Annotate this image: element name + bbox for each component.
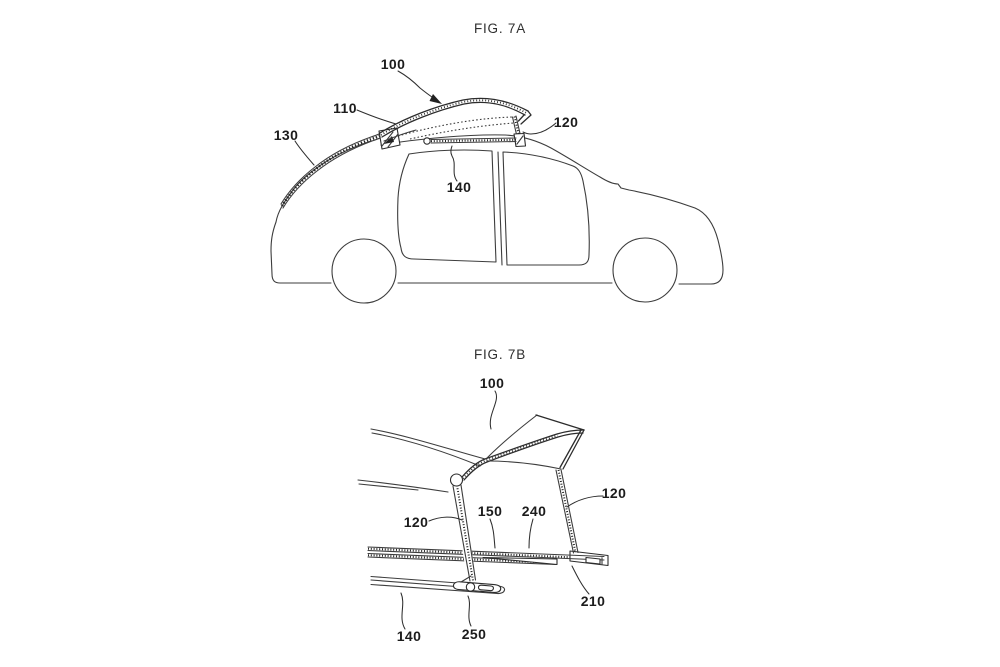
ref-label-240: 240 (522, 503, 547, 519)
slider-pin (465, 582, 476, 592)
figure-7b-title: FIG. 7B (474, 347, 526, 362)
ref-label-120b-front: 120 (404, 514, 429, 530)
roof-edge-lines (357, 428, 486, 493)
panel-tip-notch (517, 110, 532, 125)
panel-rear-edge (559, 429, 585, 470)
ref-label-100a: 100 (381, 56, 406, 72)
slider-latch (477, 584, 494, 592)
arrow-100 (429, 94, 442, 104)
ref-label-100b: 100 (480, 375, 505, 391)
ball-joint (449, 473, 464, 487)
rail-end-pin (423, 137, 431, 145)
roof-cover-band-130 (280, 133, 381, 209)
b-pillar (497, 151, 503, 266)
lower-rail-140 (370, 575, 506, 595)
ref-label-210: 210 (581, 593, 606, 609)
front-wheel (331, 238, 397, 304)
figure-7a-leaders (294, 70, 557, 182)
ref-label-110: 110 (333, 100, 357, 116)
figure-7a: FIG. 7A (270, 21, 724, 304)
figure-7a-title: FIG. 7A (474, 21, 526, 36)
panel-hidden-edge-2 (409, 122, 515, 140)
spoiler-panel-100b (461, 414, 585, 481)
rear-side-window (502, 151, 590, 266)
ref-label-150: 150 (478, 503, 503, 519)
ref-label-120b-rear: 120 (602, 485, 627, 501)
upper-rail-240 (367, 546, 609, 567)
ref-label-140b: 140 (397, 628, 422, 644)
rear-strut-120b (554, 468, 580, 554)
slider-250 (452, 575, 502, 594)
figure-7b-leaders (400, 390, 604, 630)
rear-strut-120 (511, 115, 527, 148)
ref-label-140a: 140 (447, 179, 472, 195)
figure-7b: FIG. 7B (357, 347, 627, 644)
ref-label-120a: 120 (554, 114, 579, 130)
panel-hidden-edge (397, 116, 514, 137)
ref-label-130: 130 (274, 127, 299, 143)
rear-wheel (612, 237, 678, 303)
bracket-window (585, 556, 601, 565)
spoiler-panel-100 (379, 97, 532, 142)
front-side-window (397, 149, 497, 263)
follower-150 (482, 556, 558, 566)
ref-label-250: 250 (462, 626, 487, 642)
roof-rail-140 (423, 137, 517, 145)
car-body-outline (270, 134, 724, 285)
front-strut-120b (449, 473, 477, 582)
